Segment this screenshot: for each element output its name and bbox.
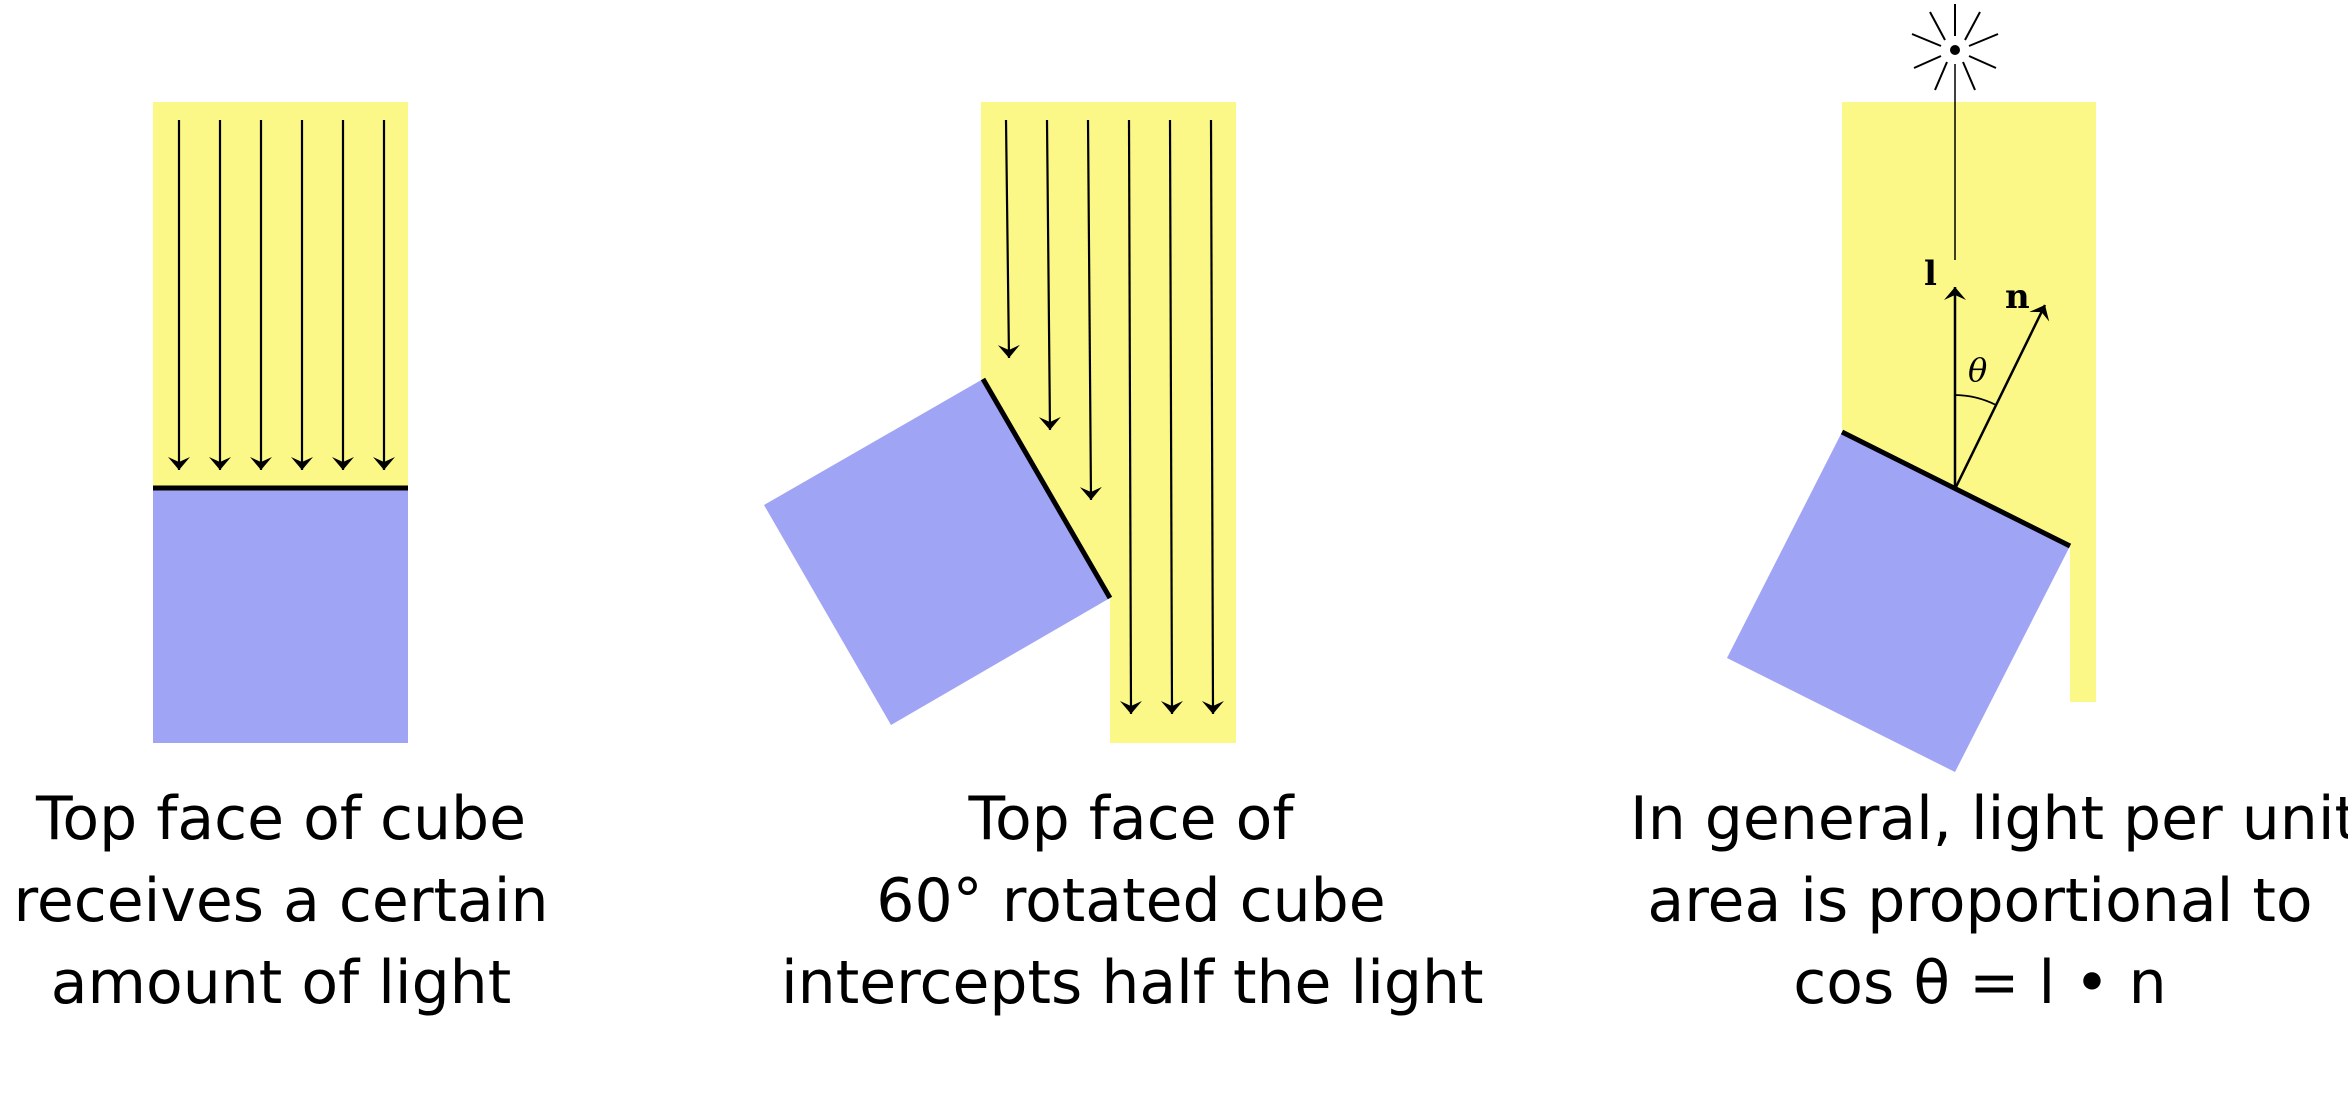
normal-vector-n [1953, 304, 2050, 490]
light-ray [1160, 119, 1183, 715]
label-n: n [2005, 277, 2030, 317]
label-theta: θ [1968, 351, 1987, 389]
caption-line: area is proportional to [1647, 866, 2313, 936]
panel-2-rotated-cube [764, 102, 1236, 743]
caption-line: Top face of cube [35, 784, 527, 854]
caption-line: amount of light [50, 948, 512, 1018]
light-ray [1201, 119, 1224, 715]
cube [1727, 432, 2070, 772]
caption-line: cos θ = l • n [1793, 948, 2167, 1018]
panel-3-general-case: l n θ [1727, 4, 2096, 772]
panel-1-straight-cube [153, 102, 408, 743]
caption-line: Top face of [968, 784, 1294, 854]
angle-arc [1954, 394, 1997, 406]
light-rays [168, 120, 395, 470]
label-l: l [1924, 254, 1937, 294]
caption-line: intercepts half the light [781, 948, 1484, 1018]
sun-icon [1911, 4, 1999, 91]
caption-line: 60° rotated cube [876, 866, 1386, 936]
caption-line: receives a certain [13, 866, 549, 936]
light-ray [997, 119, 1020, 359]
caption-line: In general, light per unit [1630, 784, 2348, 854]
top-face [980, 377, 1113, 600]
light-ray [1038, 119, 1061, 431]
light-beam [153, 102, 408, 488]
light-beam [1842, 102, 2096, 702]
caption-panel-1: Top face of cube receives a certain amou… [0, 778, 631, 1024]
cube [153, 488, 408, 743]
light-ray [1079, 119, 1102, 501]
caption-panel-3: In general, light per unit area is propo… [1630, 778, 2348, 1024]
light-rays [997, 119, 1224, 715]
caption-panel-2: Top face of 60° rotated cube intercepts … [781, 778, 1484, 1024]
light-ray [1119, 119, 1142, 715]
cube [764, 379, 1110, 725]
